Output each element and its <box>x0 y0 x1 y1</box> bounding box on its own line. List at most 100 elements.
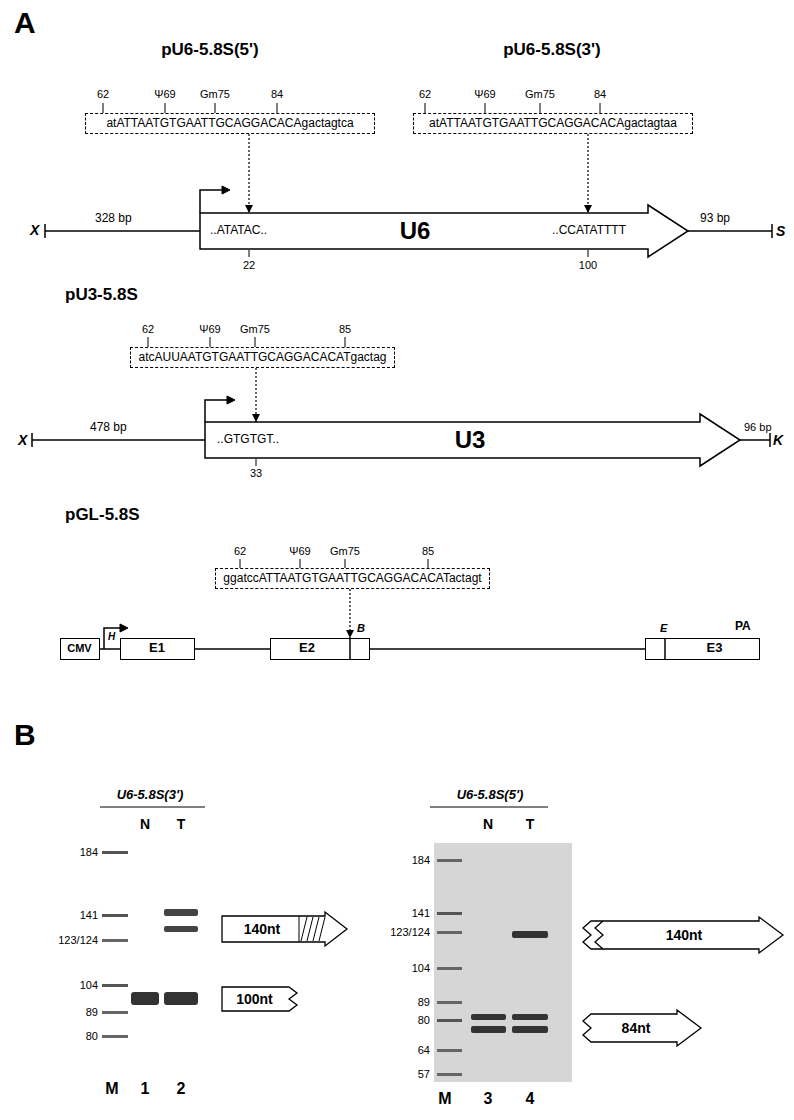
connector <box>587 134 588 213</box>
position-tick <box>240 559 241 568</box>
restriction-site: K <box>773 432 783 448</box>
size-marker: 89 <box>418 996 430 1009</box>
position-tick <box>256 459 257 466</box>
node-text: ggatccATTAATGTGAATTGCAGGACACATactagt <box>223 572 481 586</box>
position-tick <box>215 103 216 113</box>
panel-letter: A <box>14 6 36 41</box>
size-marker: 57 <box>418 1068 430 1081</box>
connector <box>248 134 249 213</box>
position-number: 62 <box>419 88 431 101</box>
node-text: E1 <box>149 641 165 656</box>
size-marker: 104 <box>412 962 430 975</box>
lane-label: 1 <box>141 1080 150 1098</box>
length-label: 478 bp <box>90 421 127 435</box>
size-marker: 123/124 <box>390 926 430 939</box>
position-number: 84 <box>594 88 606 101</box>
position-number: 85 <box>339 323 351 336</box>
position-number: 62 <box>97 88 109 101</box>
restriction-site: E <box>660 622 667 635</box>
ladder-band <box>437 1019 462 1022</box>
position-tick <box>540 103 541 113</box>
position-tick <box>588 250 589 257</box>
node-shape <box>583 1010 701 1046</box>
node-text: ..GTGTGT.. <box>217 433 279 447</box>
size-marker: 123/124 <box>58 934 98 947</box>
size-marker: 184 <box>412 854 430 867</box>
site-line <box>664 638 666 660</box>
title-underline <box>100 807 205 808</box>
node-text: 140nt <box>666 927 703 943</box>
break-mark <box>595 921 603 949</box>
size-marker: 141 <box>412 907 430 920</box>
lane-label: M <box>105 1080 118 1098</box>
size-marker: 184 <box>80 846 98 859</box>
sequence-box: atATTAATGTGAATTGCAGGACACAgactagtca <box>85 113 375 134</box>
sequence-box: atATTAATGTGAATTGCAGGACACAgactagtaa <box>413 113 693 134</box>
connector <box>195 648 270 650</box>
length-label: 96 bp <box>744 421 772 434</box>
exon-box: E1 <box>120 638 195 660</box>
hatch-line <box>313 917 319 941</box>
connector <box>100 648 120 650</box>
sequence-box: ggatccATTAATGTGAATTGCAGGACACATactagt <box>215 568 490 589</box>
modification-mark: Ψ69 <box>199 323 220 336</box>
restriction-site: X <box>30 222 39 238</box>
position-tick <box>277 103 278 113</box>
promoter-arrowhead <box>227 396 235 404</box>
end-tick <box>769 433 771 447</box>
ladder-band <box>437 1001 462 1004</box>
ladder-band <box>437 1073 462 1076</box>
node-text: E2 <box>299 641 315 656</box>
modification-mark: Gm75 <box>240 323 270 336</box>
size-marker: 64 <box>418 1044 430 1057</box>
modification-mark: Ψ69 <box>154 88 175 101</box>
position-tick <box>425 103 426 113</box>
restriction-site: B <box>357 622 365 635</box>
node-text: atATTAATGTGAATTGCAGGACACAgactagtaa <box>429 117 677 131</box>
restriction-site: X <box>18 432 27 448</box>
title-underline <box>430 807 548 808</box>
promoter-arrowhead <box>120 624 128 632</box>
vector-line <box>688 230 772 232</box>
construct-title: pU3-5.8S <box>65 285 138 305</box>
product-arrow: 140nt <box>583 921 783 949</box>
position-tick <box>255 337 256 347</box>
gel-title: U6-5.8S(5') <box>457 788 524 803</box>
size-marker: 80 <box>86 1030 98 1043</box>
ladder-band <box>102 914 128 917</box>
promoter-arrow <box>104 628 120 649</box>
hatch-line <box>301 917 307 941</box>
ladder-band <box>102 939 128 942</box>
node-text: U3 <box>455 426 486 454</box>
hatch-line <box>299 916 300 942</box>
node-text: U6 <box>400 217 431 245</box>
size-marker: 141 <box>80 909 98 922</box>
gel-band <box>512 931 548 938</box>
exon-box: E3 <box>645 638 760 660</box>
exon-box: E2 <box>270 638 370 660</box>
node-shape <box>205 414 740 466</box>
position-tick <box>210 337 211 347</box>
node-text: ..ATATAC.. <box>210 224 267 238</box>
panel-letter: B <box>14 718 36 753</box>
ladder-band <box>437 859 462 862</box>
gene-arrow: ..GTGTGT.. U3 <box>205 422 740 458</box>
ladder-band <box>102 851 128 854</box>
gel-title: U6-5.8S(3') <box>117 788 184 803</box>
restriction-site: S <box>776 223 785 239</box>
node-text: atATTAATGTGAATTGCAGGACACAgactagtca <box>106 117 353 131</box>
modification-mark: Gm75 <box>330 545 360 558</box>
position-tick <box>428 559 429 568</box>
size-marker: 89 <box>86 1006 98 1019</box>
lane-label: N <box>140 816 150 832</box>
end-tick <box>771 224 773 238</box>
position-number: 100 <box>579 259 597 272</box>
node-shape <box>222 912 347 946</box>
node-shape <box>222 987 297 1011</box>
lane-label: 4 <box>526 1090 535 1108</box>
modification-mark: Ψ69 <box>474 88 495 101</box>
product-arrow: 84nt <box>583 1014 701 1042</box>
position-tick <box>345 337 346 347</box>
